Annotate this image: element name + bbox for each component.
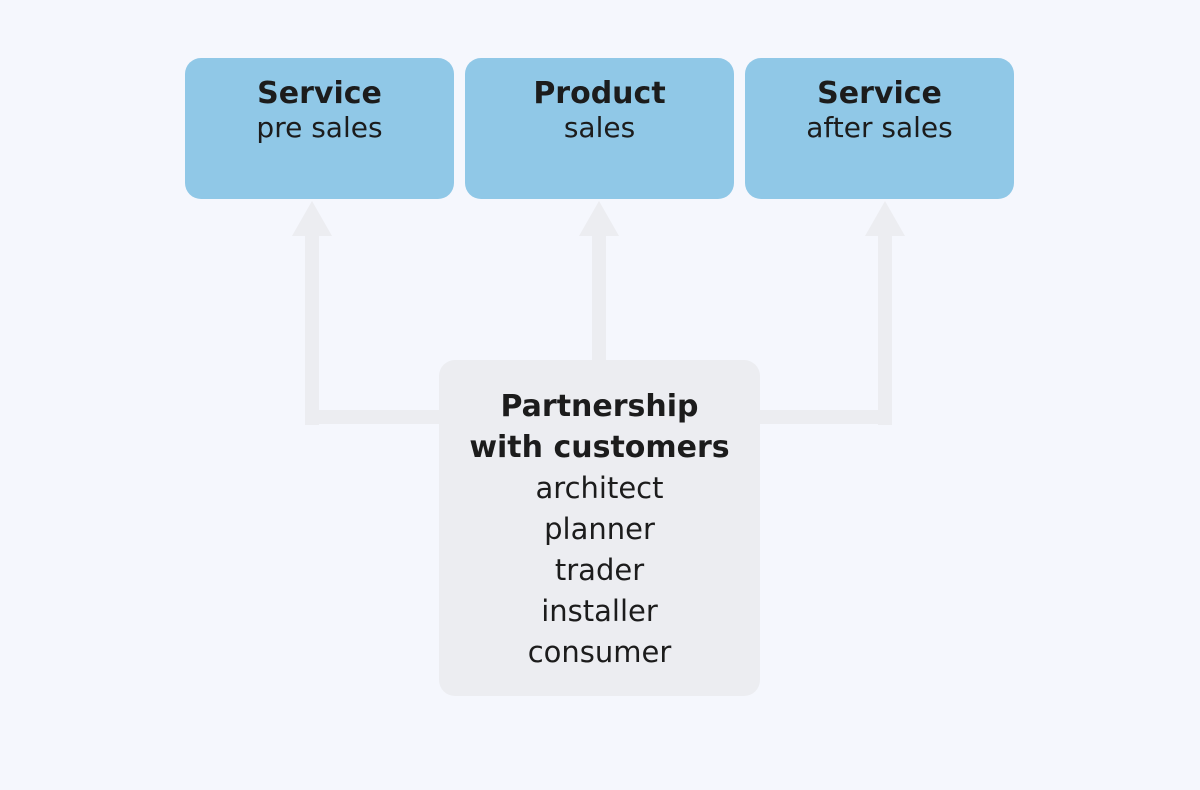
box-subtitle: pre sales bbox=[256, 111, 383, 144]
partnership-box: Partnership with customers architect pla… bbox=[439, 360, 760, 696]
partner-list: architect planner trader installer consu… bbox=[439, 468, 760, 673]
box-title: Service bbox=[257, 76, 382, 111]
partnership-title-line2: with customers bbox=[469, 430, 730, 465]
partner-item-planner: planner bbox=[544, 512, 655, 546]
arrow-to-product-sales bbox=[579, 201, 619, 365]
arrow-to-service-pre-sales bbox=[292, 201, 445, 425]
box-subtitle: after sales bbox=[806, 111, 953, 144]
partner-item-architect: architect bbox=[535, 471, 664, 505]
partner-item-trader: trader bbox=[554, 553, 645, 587]
service-pre-sales-box: Service pre sales bbox=[185, 58, 454, 199]
box-title: Service bbox=[817, 76, 942, 111]
partner-item-installer: installer bbox=[541, 594, 658, 628]
partnership-title-line1: Partnership bbox=[500, 389, 699, 424]
service-after-sales-box: Service after sales bbox=[745, 58, 1014, 199]
partner-item-consumer: consumer bbox=[527, 635, 672, 669]
box-subtitle: sales bbox=[563, 111, 636, 144]
box-title: Product bbox=[533, 76, 666, 111]
product-sales-box: Product sales bbox=[465, 58, 734, 199]
arrow-to-service-after-sales bbox=[755, 201, 905, 425]
